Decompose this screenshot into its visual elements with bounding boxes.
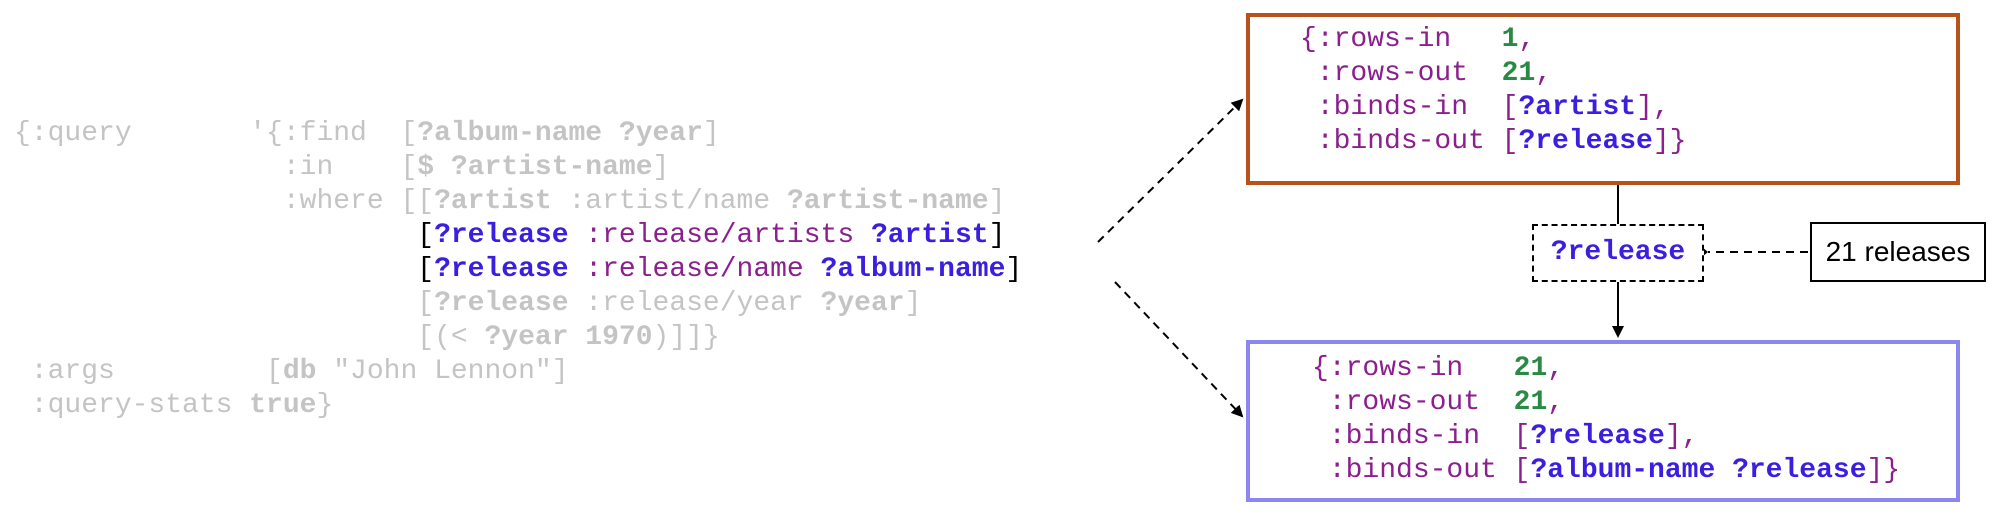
- code-token: ?year: [820, 288, 905, 319]
- stats-top-code-line: :binds-out [?release]}: [1300, 125, 1687, 159]
- code-token: )]]}: [652, 322, 720, 353]
- code-token: :release/year: [568, 288, 821, 319]
- code-token: :binds-in [: [1312, 421, 1531, 452]
- code-token: ?album-name ?release: [1530, 455, 1867, 486]
- code-token: {:rows-in: [1312, 353, 1514, 384]
- code-token: ?year 1970: [484, 322, 653, 353]
- code-token: ?artist-name: [786, 186, 989, 217]
- code-token: [(<: [14, 322, 485, 353]
- code-token: true: [249, 390, 317, 421]
- stats-box-bottom: {:rows-in 21, :rows-out 21, :binds-in [?…: [1246, 340, 1960, 502]
- code-token: ?artist: [1518, 92, 1637, 123]
- query-code-line: [(< ?year 1970)]]}: [14, 321, 720, 355]
- arrow-to-bottom-stats: [1114, 281, 1244, 418]
- code-token: db: [282, 356, 317, 387]
- code-token: ?release: [434, 288, 569, 319]
- code-token: ?release: [1530, 421, 1665, 452]
- code-token: 21: [1501, 58, 1536, 89]
- query-code-line: :query-stats true}: [14, 389, 333, 423]
- code-token: ]: [904, 288, 922, 319]
- query-code-line: [?release :release/year ?year]: [14, 287, 921, 321]
- code-token: :query-stats: [14, 390, 250, 421]
- code-token: ,: [1535, 58, 1553, 89]
- code-token: :rows-out: [1312, 387, 1514, 418]
- code-token: :rows-out: [1300, 58, 1502, 89]
- code-token: ],: [1636, 92, 1670, 123]
- code-token: {:query '{:find [: [14, 118, 418, 149]
- code-token: ]: [702, 118, 720, 149]
- stats-top-code-line: :binds-in [?artist],: [1300, 91, 1670, 125]
- code-token: [: [14, 288, 435, 319]
- query-code-line: [?release :release/name ?album-name]: [14, 253, 1022, 287]
- stats-bottom-code-line: {:rows-in 21,: [1312, 352, 1564, 386]
- code-token: ?album-name: [820, 254, 1006, 285]
- query-code-line: :args [db "John Lennon"]: [14, 355, 569, 389]
- code-token: ]: [988, 220, 1006, 251]
- code-token: ],: [1664, 421, 1699, 452]
- release-binding-label: ?release: [1550, 237, 1686, 268]
- code-token: :in [: [14, 152, 418, 183]
- stats-bottom-code-line: :binds-out [?album-name ?release]}: [1312, 454, 1900, 488]
- code-token: :binds-out [: [1300, 126, 1519, 157]
- code-token: :args [: [14, 356, 283, 387]
- release-binding-node: ?release: [1532, 224, 1704, 282]
- code-token: "John Lennon"]: [316, 356, 569, 387]
- stats-top-code-line: :rows-out 21,: [1300, 57, 1552, 91]
- code-token: :release/name: [568, 254, 821, 285]
- code-token: ?artist: [870, 220, 989, 251]
- code-token: 21: [1513, 353, 1548, 384]
- stats-top-code-line: {:rows-in 1,: [1300, 23, 1535, 57]
- code-token: ]}: [1866, 455, 1901, 486]
- query-code-line: [?release :release/artists ?artist]: [14, 219, 1005, 253]
- code-token: ?release: [434, 220, 569, 251]
- code-token: :release/artists: [568, 220, 871, 251]
- code-token: ]: [652, 152, 670, 183]
- code-token: ?release: [1518, 126, 1653, 157]
- code-token: ?artist: [434, 186, 552, 217]
- code-token: [: [14, 220, 435, 251]
- release-count-annotation: 21 releases: [1810, 222, 1986, 282]
- release-count-label: 21 releases: [1825, 236, 1971, 267]
- code-token: :artist/name: [551, 186, 787, 217]
- code-token: ?album-name ?year: [417, 118, 703, 149]
- code-token: $ ?artist-name: [417, 152, 653, 183]
- code-token: ]}: [1652, 126, 1687, 157]
- code-token: ,: [1547, 387, 1565, 418]
- code-token: :binds-out [: [1312, 455, 1531, 486]
- code-token: [: [14, 254, 435, 285]
- code-token: ]: [1005, 254, 1023, 285]
- code-token: ,: [1518, 24, 1536, 55]
- stats-bottom-code-line: :rows-out 21,: [1312, 386, 1564, 420]
- code-token: {:rows-in: [1300, 24, 1502, 55]
- stats-bottom-code-line: :binds-in [?release],: [1312, 420, 1699, 454]
- stats-box-top: {:rows-in 1, :rows-out 21, :binds-in [?a…: [1246, 13, 1960, 185]
- arrow-to-top-stats: [1097, 98, 1244, 243]
- code-token: }: [316, 390, 334, 421]
- query-code-line: :where [[?artist :artist/name ?artist-na…: [14, 185, 1006, 219]
- code-token: 1: [1501, 24, 1519, 55]
- code-token: ?release: [434, 254, 569, 285]
- query-code-line: {:query '{:find [?album-name ?year]: [14, 117, 720, 151]
- query-code-line: :in [$ ?artist-name]: [14, 151, 669, 185]
- code-token: 21: [1513, 387, 1548, 418]
- code-token: ]: [988, 186, 1006, 217]
- code-token: :where [[: [14, 186, 435, 217]
- code-token: :binds-in [: [1300, 92, 1519, 123]
- code-token: ,: [1547, 353, 1565, 384]
